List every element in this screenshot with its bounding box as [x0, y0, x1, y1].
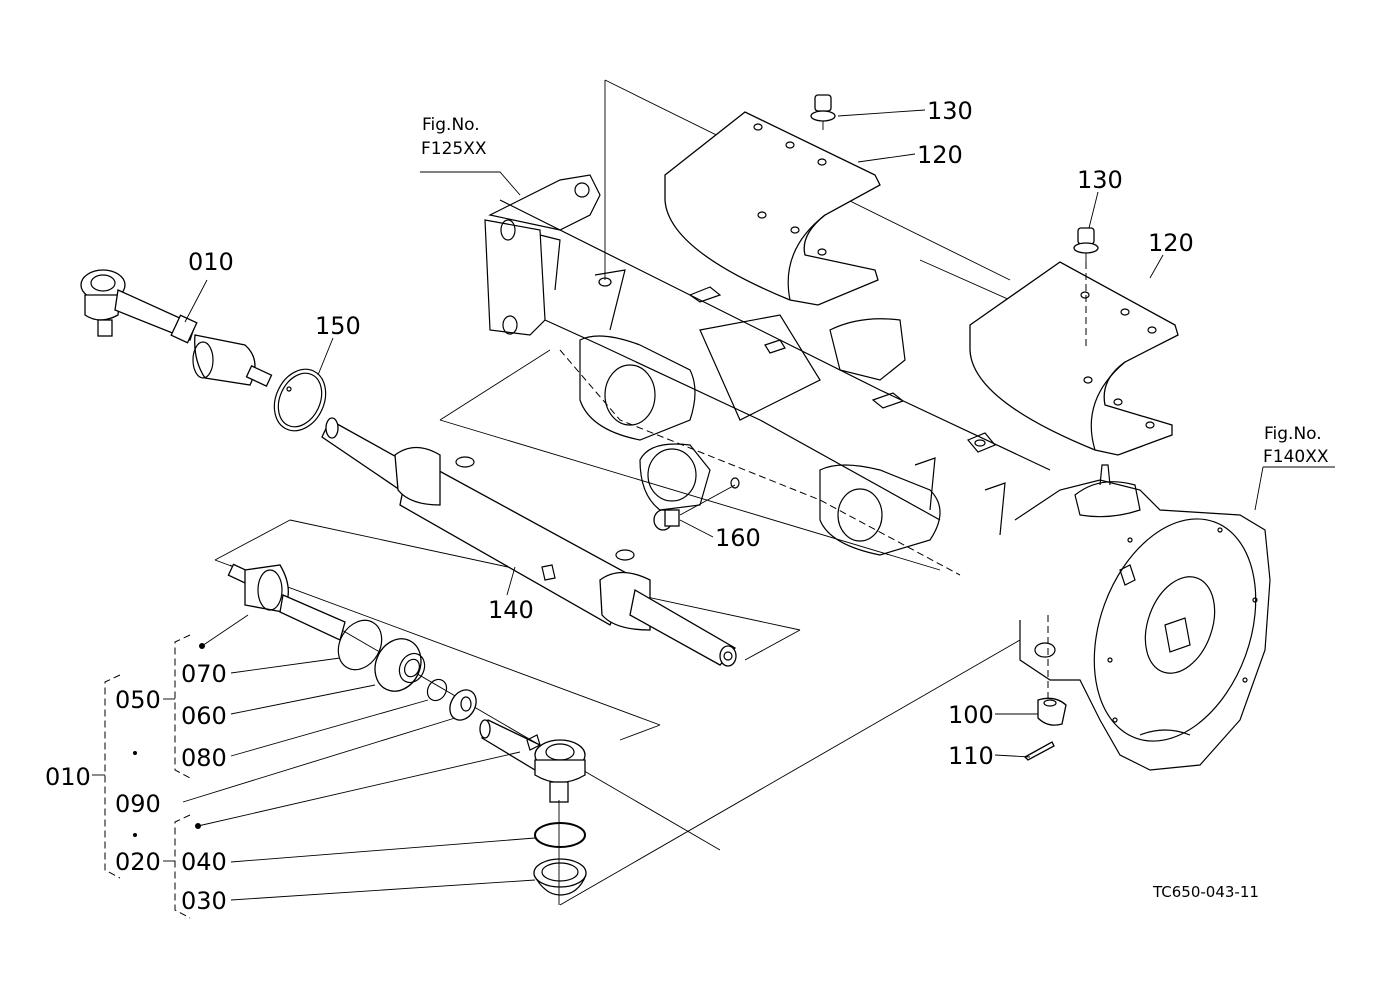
- tree-label-child: 080: [181, 744, 227, 772]
- o-ring-070: [337, 619, 383, 671]
- clip-080: [426, 678, 448, 702]
- figure-ref-label: Fig.No.: [422, 115, 480, 135]
- part-label-150: 150: [315, 312, 361, 340]
- part-label-110: 110: [948, 742, 994, 770]
- figure-ref-code: F125XX: [421, 139, 487, 159]
- axle-housing: [484, 174, 1051, 576]
- tree-label-group: 050: [115, 686, 161, 714]
- bolt-130-right: [1073, 227, 1099, 350]
- bolt-130-left: [810, 94, 836, 130]
- cotter-pin-110: [1023, 741, 1055, 761]
- part-label-120: 120: [917, 141, 963, 169]
- tree-label-child: 030: [181, 887, 227, 915]
- tree-label-child: 070: [181, 660, 227, 688]
- drawing-code: TC650-043-11: [1152, 883, 1259, 901]
- part-label-160: 160: [715, 524, 761, 552]
- tree-label-child: 060: [181, 702, 227, 730]
- figure-ref-f125: Fig.No. F125XX: [421, 115, 487, 159]
- exploded-guide-lines: [214, 79, 1101, 906]
- part-label-010: 010: [188, 248, 234, 276]
- dust-cover-030: [533, 800, 587, 905]
- steering-cylinder-140: [321, 417, 737, 667]
- part-label-100: 100: [948, 701, 994, 729]
- tie-rod-end-020: [479, 719, 586, 803]
- figure-ref-code: F140XX: [1263, 447, 1329, 467]
- cover-plate-right: [969, 261, 1179, 456]
- leader-lines: [182, 109, 1335, 901]
- castle-nut-100: [1037, 697, 1067, 726]
- part-label-140: 140: [488, 596, 534, 624]
- knuckle-housing: [1014, 464, 1271, 771]
- ball-joint-050: [227, 563, 346, 641]
- snap-ring-150: [273, 368, 327, 432]
- tree-label-group: 020: [115, 848, 161, 876]
- boot-060: [374, 638, 426, 692]
- tree-label-child: 040: [181, 848, 227, 876]
- tie-rod-upper: [80, 269, 273, 387]
- circlip-040: [534, 822, 586, 848]
- figure-ref-label: Fig.No.: [1264, 424, 1322, 444]
- part-label-130: 130: [1077, 166, 1123, 194]
- part-label-120: 120: [1148, 229, 1194, 257]
- plug-160: [653, 477, 740, 531]
- figure-ref-f140: Fig.No. F140XX: [1263, 424, 1329, 467]
- lock-nut-090: [449, 689, 477, 721]
- cover-plate-left: [664, 111, 881, 306]
- tree-label-group: 090: [115, 790, 161, 818]
- assembly-brackets: [92, 634, 191, 919]
- tree-label-root: 010: [45, 763, 91, 791]
- part-label-130: 130: [927, 97, 973, 125]
